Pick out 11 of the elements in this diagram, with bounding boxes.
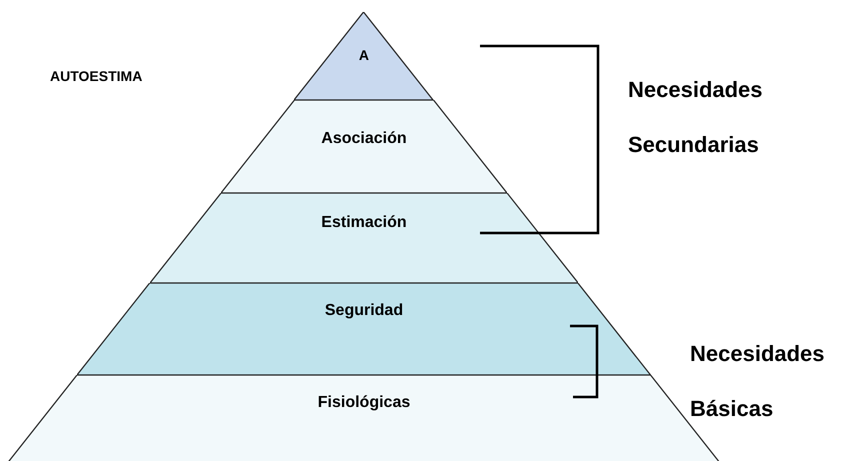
tier-label: Estimación bbox=[321, 214, 407, 232]
side-label: AUTOESTIMA bbox=[50, 67, 142, 86]
pyramid-tier bbox=[221, 100, 507, 193]
tier-label: A bbox=[358, 47, 370, 63]
tier-label: Asociación bbox=[321, 130, 407, 148]
pyramid-tier bbox=[77, 283, 651, 375]
tier-label: Seguridad bbox=[324, 302, 404, 320]
tier-label: Fisiológicas bbox=[318, 394, 410, 412]
pyramid-tier bbox=[150, 193, 578, 283]
group-label: Necesidades Secundarias bbox=[628, 76, 764, 159]
group-label: Necesidades Básicas bbox=[690, 340, 826, 423]
